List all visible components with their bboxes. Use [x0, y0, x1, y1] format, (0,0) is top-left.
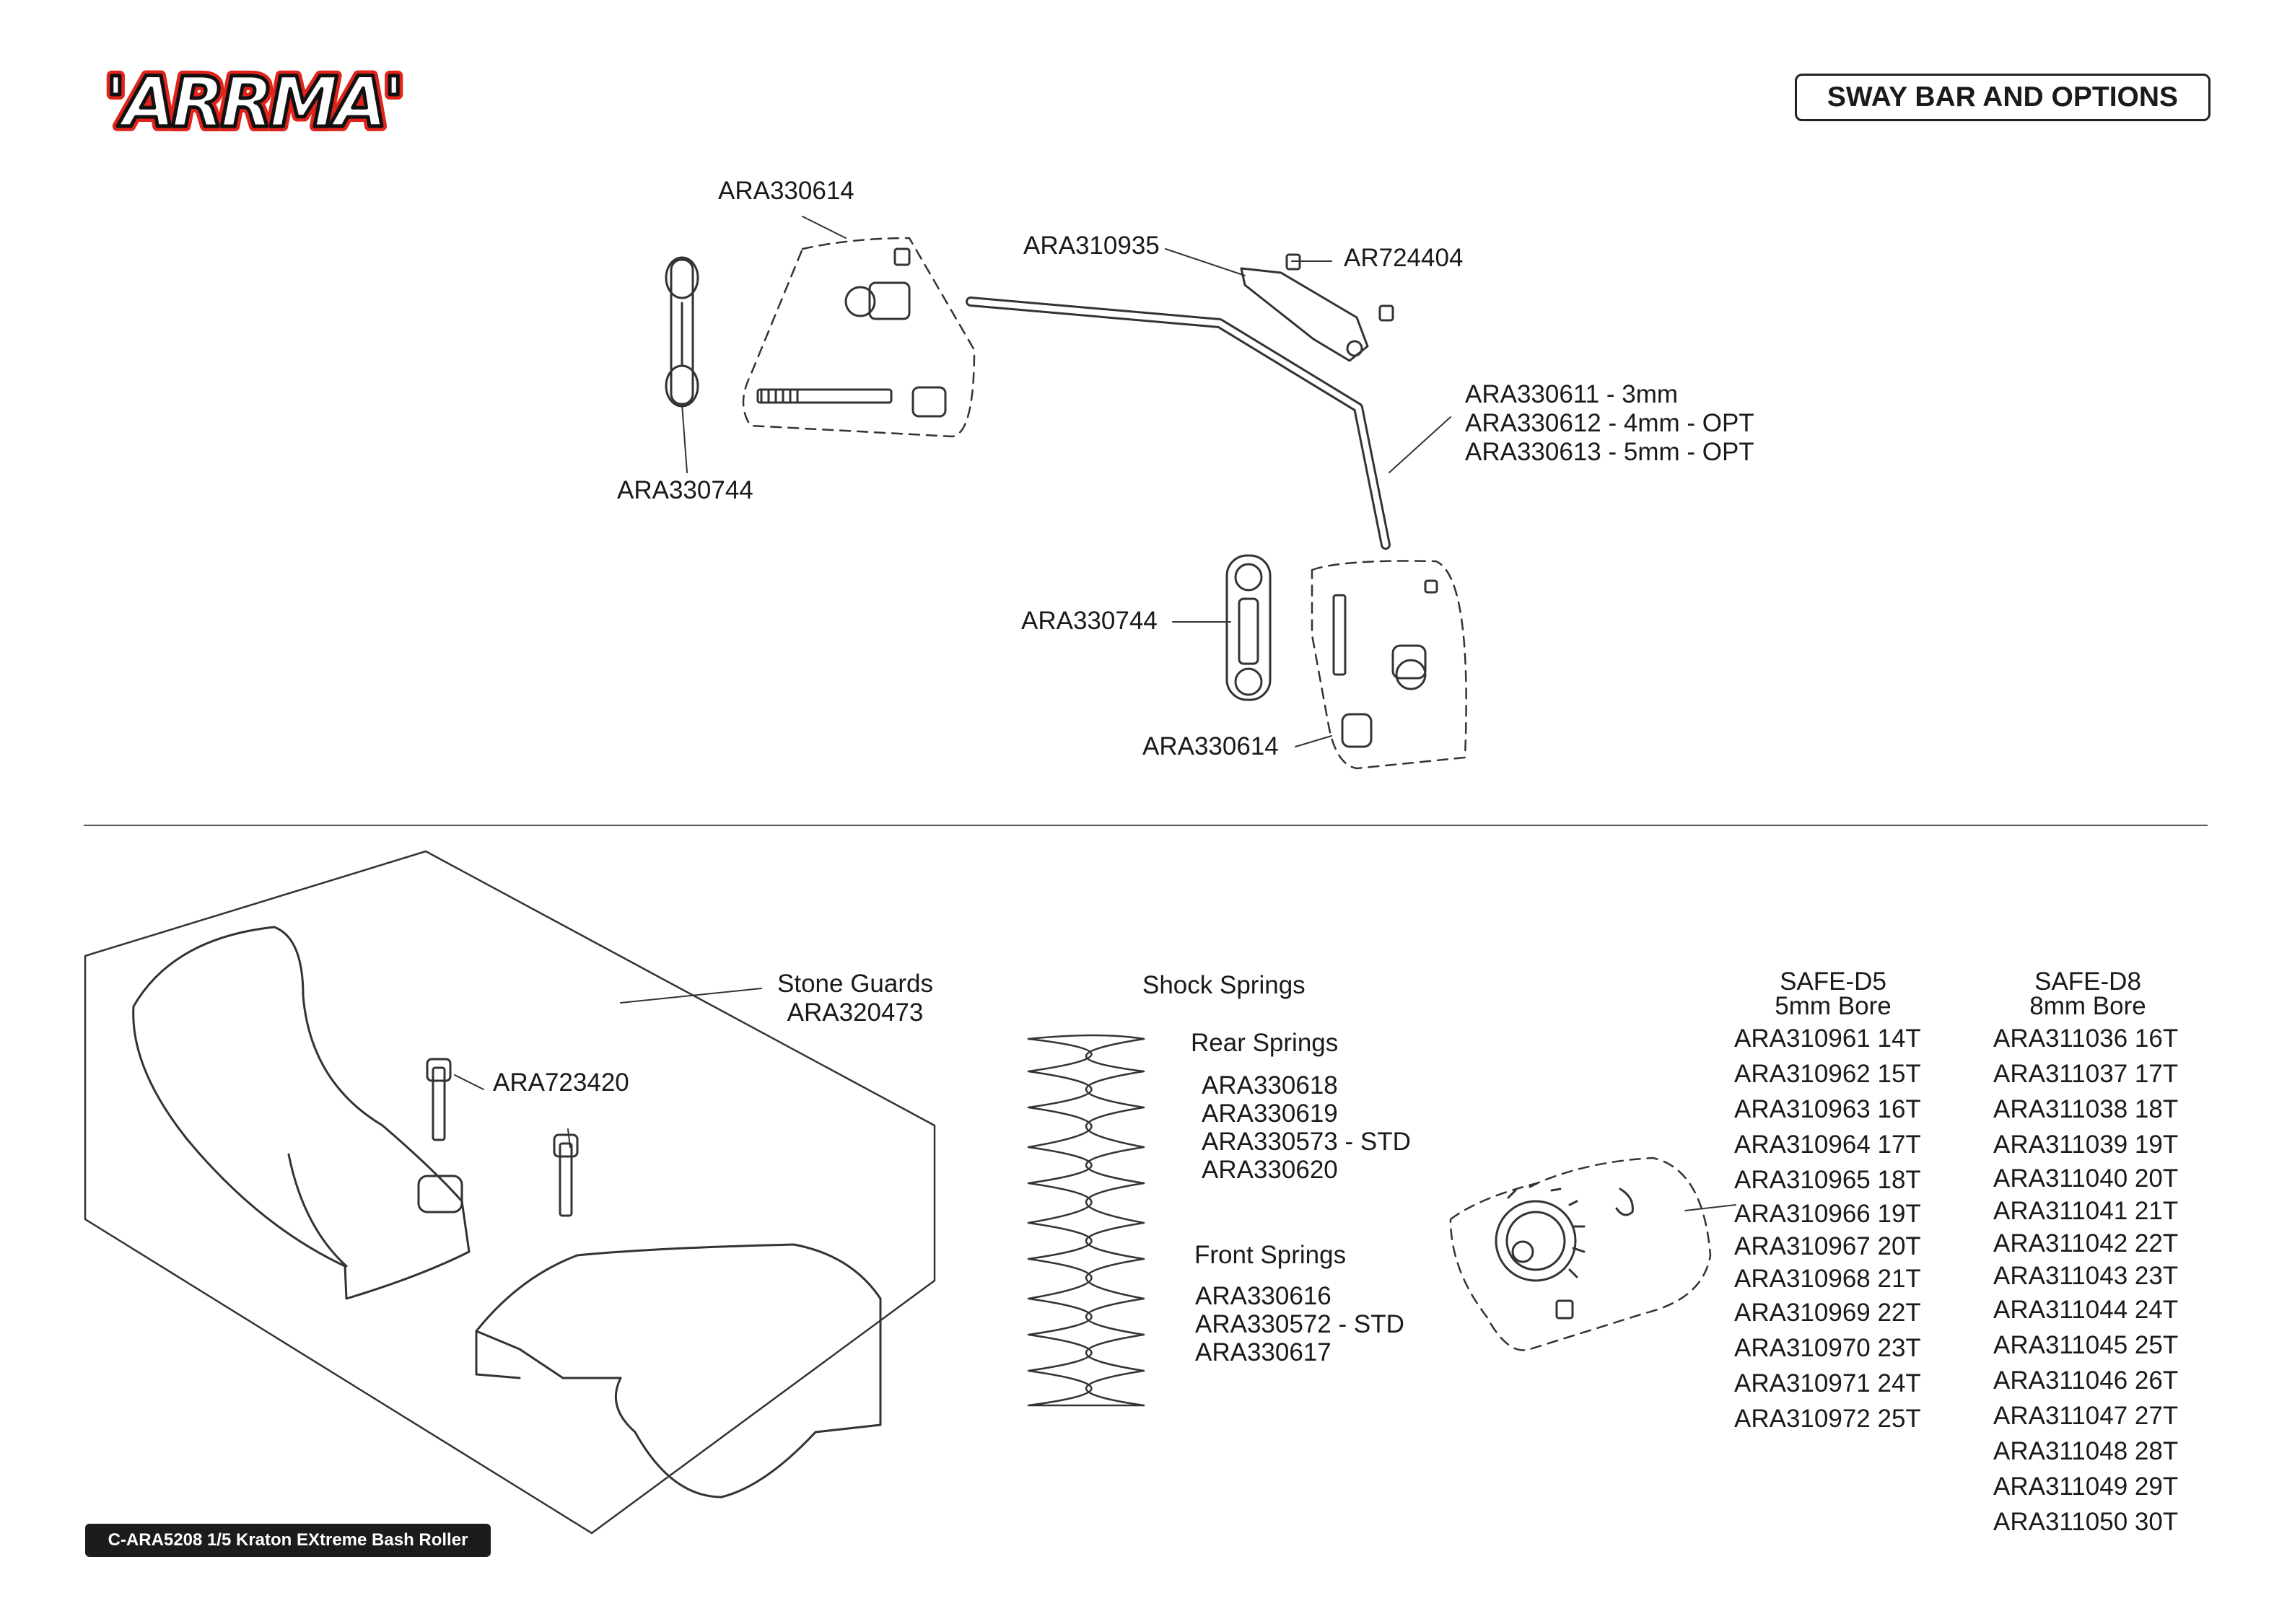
pinion-d5-item: ARA310967 20T: [1734, 1232, 1921, 1260]
pinion-d5-item: ARA310972 25T: [1734, 1405, 1921, 1433]
section-title: SWAY BAR AND OPTIONS: [1795, 74, 2210, 121]
sway-bar-options: ARA330611 - 3mm ARA330612 - 4mm - OPT AR…: [1465, 380, 1754, 467]
pinion-d8-item: ARA311038 18T: [1993, 1095, 2179, 1123]
arrma-logo: 'ARRMA' 'ARRMA': [83, 57, 422, 148]
label-sway-arm: ARA310935: [1023, 232, 1160, 260]
pinion-d8-item: ARA311047 27T: [1993, 1402, 2179, 1430]
label-set-screw: AR724404: [1344, 244, 1464, 272]
pinion-d8-title: SAFE-D8: [2034, 967, 2141, 996]
stone-guards-title: Stone Guards: [777, 970, 933, 998]
lower-link-drawing: [1225, 554, 1272, 701]
pinion-d8-item: ARA311041 21T: [1993, 1197, 2179, 1225]
front-springs-list: ARA330616 ARA330572 - STD ARA330617: [1195, 1282, 1404, 1366]
rear-spring-item: ARA330620: [1202, 1156, 1338, 1184]
pinion-d8-item: ARA311036 16T: [1993, 1024, 2179, 1053]
pinion-d5-item: ARA310965 18T: [1734, 1166, 1921, 1194]
front-springs-title: Front Springs: [1194, 1241, 1347, 1269]
document-footer: C-ARA5208 1/5 Kraton EXtreme Bash Roller: [85, 1524, 491, 1557]
rear-springs-title: Rear Springs: [1191, 1029, 1339, 1057]
sway-bar-option: ARA330611 - 3mm: [1465, 380, 1679, 408]
pinion-d5-item: ARA310969 22T: [1734, 1299, 1921, 1327]
pinion-d5-list: ARA310961 14T ARA310962 15T ARA310963 16…: [1734, 1021, 1921, 1436]
stone-guards-callout: Stone Guards ARA320473: [765, 970, 945, 1027]
label-top-link-mount: ARA330614: [718, 177, 854, 205]
pinion-d8-item: ARA311044 24T: [1993, 1296, 2179, 1324]
stone-guards-part: ARA320473: [787, 998, 924, 1027]
pinion-d8-item: ARA311037 17T: [1993, 1060, 2179, 1088]
arrma-logo-mark: 'ARRMA' 'ARRMA': [100, 57, 410, 148]
pinion-d5-title: SAFE-D5: [1780, 967, 1886, 996]
label-lower-link-mount: ARA330614: [1142, 732, 1279, 760]
pinion-drawing: [1495, 1182, 1586, 1282]
section-divider: [84, 825, 2208, 826]
rear-spring-item: ARA330618: [1202, 1071, 1338, 1100]
pinion-d5-item: ARA310962 15T: [1734, 1060, 1921, 1088]
pinion-d8-subtitle: 8mm Bore: [2029, 992, 2146, 1020]
rear-springs-list: ARA330618 ARA330619 ARA330573 - STD ARA3…: [1202, 1071, 1411, 1184]
rear-spring-item: ARA330573 - STD: [1202, 1128, 1411, 1156]
pinion-d5-item: ARA310963 16T: [1734, 1095, 1921, 1123]
sway-bar-option: ARA330612 - 4mm - OPT: [1465, 409, 1754, 437]
pinion-d8-list: ARA311036 16T ARA311037 17T ARA311038 18…: [1993, 1021, 2178, 1540]
spring-drawing: [1027, 1034, 1145, 1407]
svg-text:'ARRMA': 'ARRMA': [105, 69, 401, 137]
pinion-d5-item: ARA310971 24T: [1734, 1369, 1921, 1397]
rear-spring-item: ARA330619: [1202, 1100, 1338, 1128]
top-link-drawing: [665, 256, 699, 408]
front-spring-item: ARA330616: [1195, 1282, 1331, 1310]
pinion-d8-item: ARA311046 26T: [1993, 1366, 2179, 1395]
label-top-link: ARA330744: [617, 476, 753, 504]
pinion-d8-item: ARA311039 19T: [1993, 1131, 2179, 1159]
pinion-d5-item: ARA310964 17T: [1734, 1131, 1921, 1159]
pinion-d8-item: ARA311049 29T: [1993, 1472, 2179, 1501]
pinion-d8-item: ARA311050 30T: [1993, 1508, 2179, 1536]
pinion-d8-item: ARA311043 23T: [1993, 1262, 2179, 1290]
pinion-d8-item: ARA311045 25T: [1993, 1331, 2179, 1359]
pinion-d5-subtitle: 5mm Bore: [1775, 992, 1892, 1020]
sway-bar-option: ARA330613 - 5mm - OPT: [1465, 438, 1754, 466]
pinion-d5-item: ARA310968 21T: [1734, 1265, 1921, 1293]
front-spring-item: ARA330617: [1195, 1338, 1331, 1366]
pinion-d5-header: SAFE-D5 5mm Bore: [1728, 967, 1938, 1020]
pinion-d8-item: ARA311040 20T: [1993, 1164, 2179, 1193]
pinion-d5-item: ARA310961 14T: [1734, 1024, 1921, 1053]
front-spring-item: ARA330572 - STD: [1195, 1310, 1404, 1338]
pinion-d5-item: ARA310970 23T: [1734, 1334, 1921, 1362]
label-stone-guard-screw: ARA723420: [493, 1068, 629, 1097]
pinion-d8-item: ARA311048 28T: [1993, 1437, 2179, 1465]
shock-springs-title: Shock Springs: [1142, 971, 1306, 999]
label-lower-link: ARA330744: [1021, 607, 1158, 635]
pinion-d8-item: ARA311042 22T: [1993, 1229, 2179, 1257]
pinion-d5-item: ARA310966 19T: [1734, 1200, 1921, 1228]
svg-text:'ARRMA': 'ARRMA': [105, 69, 401, 137]
pinion-d8-header: SAFE-D8 8mm Bore: [1983, 967, 2192, 1020]
